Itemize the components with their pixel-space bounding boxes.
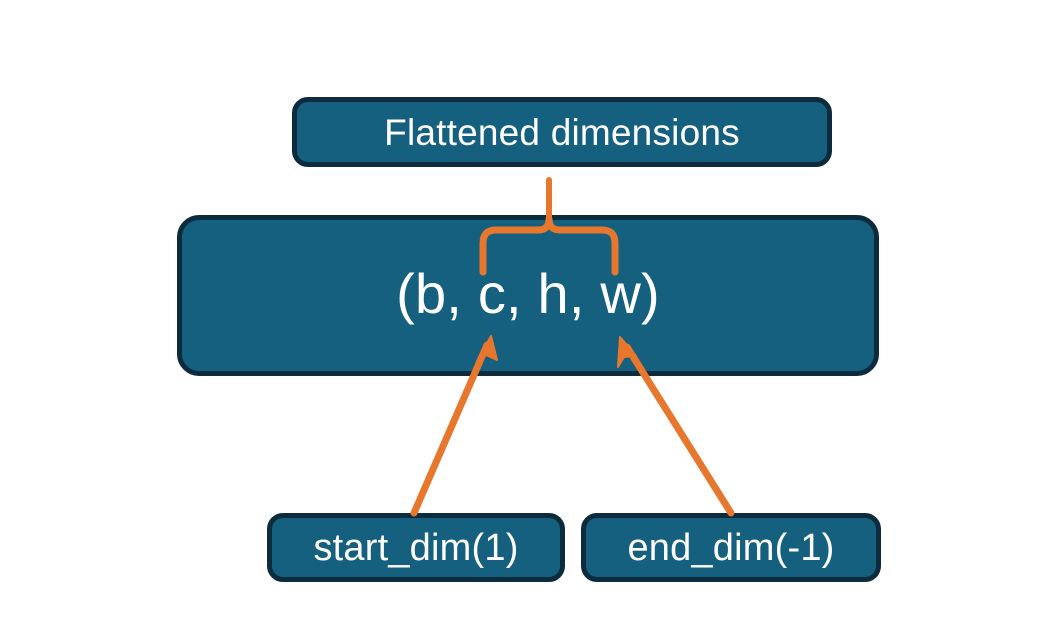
box-end-dim: end_dim(-1) <box>581 513 881 582</box>
box-tensor-shape: (b, c, h, w) <box>177 215 879 376</box>
box-flattened-dimensions-label: Flattened dimensions <box>384 111 740 153</box>
box-start-dim: start_dim(1) <box>267 513 565 582</box>
box-end-dim-label: end_dim(-1) <box>627 526 835 569</box>
box-start-dim-label: start_dim(1) <box>313 526 519 569</box>
box-flattened-dimensions: Flattened dimensions <box>292 97 832 167</box>
box-tensor-shape-label: (b, c, h, w) <box>396 261 660 325</box>
